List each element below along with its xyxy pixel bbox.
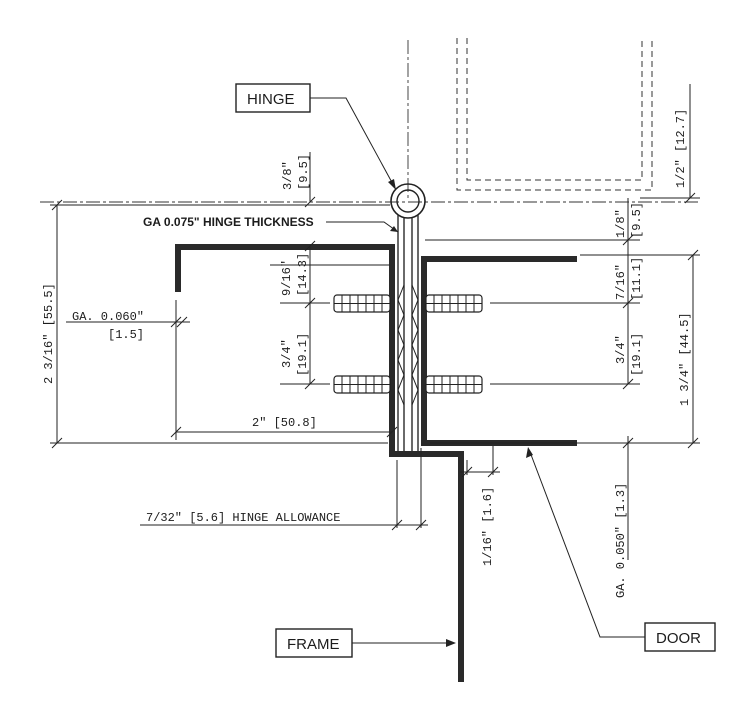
upper-door-dashed-outline: [456, 38, 653, 191]
dim-three-quarter-right-mm: [19.1]: [630, 333, 644, 376]
hinge-callout-leader: [310, 97, 396, 189]
dim-three-quarter-right: 3/4": [614, 335, 628, 364]
dim-overall-right: 1 3/4" [44.5]: [678, 312, 692, 406]
dim-ga-050: GA. 0.050" [1.3]: [614, 483, 628, 598]
door-profile: [421, 256, 577, 446]
dim-three-eighths: 3/8": [281, 161, 295, 190]
dim-three-eighths-mm: [9.5]: [297, 154, 311, 190]
dim-one-half: 1/2" [12.7]: [674, 109, 688, 188]
dim-seven-sixteenths-mm: [11.1]: [630, 257, 644, 300]
dim-one-sixteenth: 1/16" [1.6]: [481, 487, 495, 566]
dim-three-quarter-left: 3/4": [280, 339, 294, 368]
door-callout-leader: [529, 451, 645, 638]
dimension-lines: [51, 84, 699, 560]
hinge-thickness-leader: [326, 221, 399, 233]
dim-nine-sixteenths: 9/16": [280, 260, 294, 296]
dim-overall-left: 2 3/16" [55.5]: [42, 283, 56, 384]
door-callout-box: [644, 622, 716, 652]
frame-profile: [175, 244, 464, 682]
screw-lower: [333, 375, 483, 394]
hinge-leaves: [397, 215, 419, 455]
screw-upper: [333, 294, 483, 313]
hinge-callout-box: [235, 83, 311, 113]
hinge-thickness-note: GA 0.075" HINGE THICKNESS: [143, 215, 314, 229]
dim-hinge-allowance: 7/32" [5.6] HINGE ALLOWANCE: [146, 511, 340, 525]
dim-one-eighth-mm: [9.5]: [630, 202, 644, 238]
door-callout-label: DOOR: [656, 630, 701, 647]
dim-one-eighth: 1/8": [614, 209, 628, 238]
dim-ga-060-mm: [1.5]: [108, 328, 144, 342]
dim-nine-sixteenths-mm: [14.3]: [296, 253, 310, 296]
dim-ga-060: GA. 0.060": [72, 310, 144, 324]
dim-two-inch: 2" [50.8]: [252, 416, 317, 430]
dim-three-quarter-left-mm: [19.1]: [296, 333, 310, 376]
hinge-knuckle: [390, 183, 426, 219]
dim-seven-sixteenths: 7/16": [614, 264, 628, 300]
hinge-callout-label: HINGE: [247, 91, 295, 108]
frame-callout-label: FRAME: [287, 636, 340, 653]
frame-callout-box: [275, 628, 353, 658]
